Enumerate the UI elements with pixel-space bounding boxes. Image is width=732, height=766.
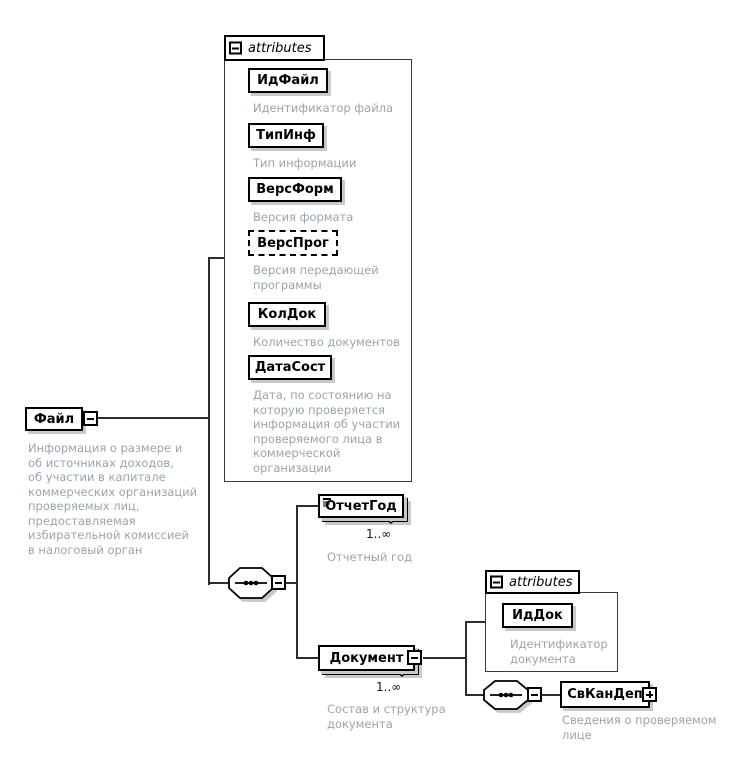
attribute-versprog[interactable]: ВерсПрог — [248, 230, 338, 256]
attribute-idfile-label: ИдФайл — [257, 73, 319, 88]
minus-icon — [411, 656, 418, 659]
element-otchetgod-annotation: Отчетный год — [327, 550, 413, 564]
connector — [465, 694, 484, 696]
element-svkandep-annotation: Сведения о проверяемом лице — [562, 713, 717, 742]
connector — [208, 257, 210, 585]
minus-icon — [232, 47, 239, 49]
element-dokument-annotation: Состав и структура документа — [327, 702, 446, 731]
attribute-iddok-annotation: Идентификатор документа — [510, 637, 608, 666]
dokument-attributes-header: attributes — [485, 570, 580, 594]
connector — [541, 694, 561, 696]
collapse-toggle-sequence2[interactable] — [527, 687, 542, 702]
connector — [208, 582, 230, 584]
sequence-icon — [228, 567, 274, 599]
collapse-toggle-file-attributes[interactable] — [229, 41, 242, 55]
collapse-toggle-sequence1[interactable] — [271, 575, 286, 590]
attribute-versform[interactable]: ВерсФорм — [248, 177, 342, 202]
connector — [208, 257, 224, 259]
attribute-versform-annotation: Версия формата — [253, 210, 354, 224]
attribute-datasost-annotation: Дата, по состоянию на которую проверяетс… — [253, 388, 401, 475]
attributes-label: attributes — [248, 40, 312, 56]
attribute-tipinf-label: ТипИнф — [256, 128, 316, 143]
minus-icon — [87, 417, 94, 420]
minus-icon — [493, 581, 500, 583]
plus-icon — [648, 691, 651, 698]
attribute-versprog-annotation: Версия передающей программы — [253, 263, 379, 292]
connector — [285, 582, 298, 584]
attribute-iddok-label: ИдДок — [512, 608, 563, 623]
attribute-koldok[interactable]: КолДок — [248, 302, 326, 327]
attribute-versprog-label: ВерсПрог — [257, 235, 329, 251]
element-dokument-occurs: 1..∞ — [376, 680, 402, 694]
element-svkandep[interactable]: СвКанДеп — [560, 681, 650, 708]
attribute-iddok[interactable]: ИдДок — [502, 603, 573, 628]
element-file[interactable]: Файл — [25, 407, 83, 431]
connector — [465, 621, 485, 623]
attribute-idfile[interactable]: ИдФайл — [248, 68, 328, 93]
element-file-annotation: Информация о размере и об источниках дох… — [28, 441, 198, 557]
element-otchetgod[interactable]: ОтчетГод — [318, 494, 404, 518]
connector — [296, 505, 318, 507]
connector — [465, 621, 467, 696]
minus-icon — [275, 581, 282, 584]
connector — [296, 505, 298, 659]
attribute-versform-label: ВерсФорм — [256, 182, 334, 197]
element-dokument-label: Документ — [329, 650, 404, 666]
element-otchetgod-occurs: 1..∞ — [366, 527, 392, 541]
attribute-datasost[interactable]: ДатаСост — [248, 355, 332, 380]
element-file-label: Файл — [33, 411, 75, 427]
repeat-chevron-icon — [395, 670, 409, 678]
attribute-koldok-annotation: Количество документов — [253, 335, 400, 349]
connector — [423, 657, 467, 659]
attribute-idfile-annotation: Идентификатор файла — [253, 101, 394, 115]
attribute-tipinf[interactable]: ТипИнф — [248, 123, 324, 148]
sequence-icon — [483, 680, 529, 710]
text-content-icon — [323, 498, 331, 507]
attributes-label: attributes — [509, 574, 573, 590]
attribute-koldok-label: КолДок — [257, 307, 317, 322]
repeat-chevron-icon — [384, 517, 398, 525]
collapse-toggle-dokument[interactable] — [407, 650, 422, 665]
element-otchetgod-label: ОтчетГод — [325, 498, 397, 514]
attribute-tipinf-annotation: Тип информации — [253, 156, 357, 170]
collapse-toggle-file[interactable] — [83, 411, 98, 426]
connector — [296, 657, 318, 659]
attribute-datasost-label: ДатаСост — [254, 360, 326, 375]
minus-icon — [531, 693, 538, 696]
element-dokument[interactable]: Документ — [318, 645, 415, 671]
expand-toggle-svkandep[interactable] — [642, 687, 657, 702]
element-svkandep-label: СвКанДеп — [567, 687, 643, 702]
collapse-toggle-dokument-attributes[interactable] — [490, 575, 503, 589]
connector — [97, 417, 208, 419]
file-attributes-header: attributes — [224, 35, 325, 61]
